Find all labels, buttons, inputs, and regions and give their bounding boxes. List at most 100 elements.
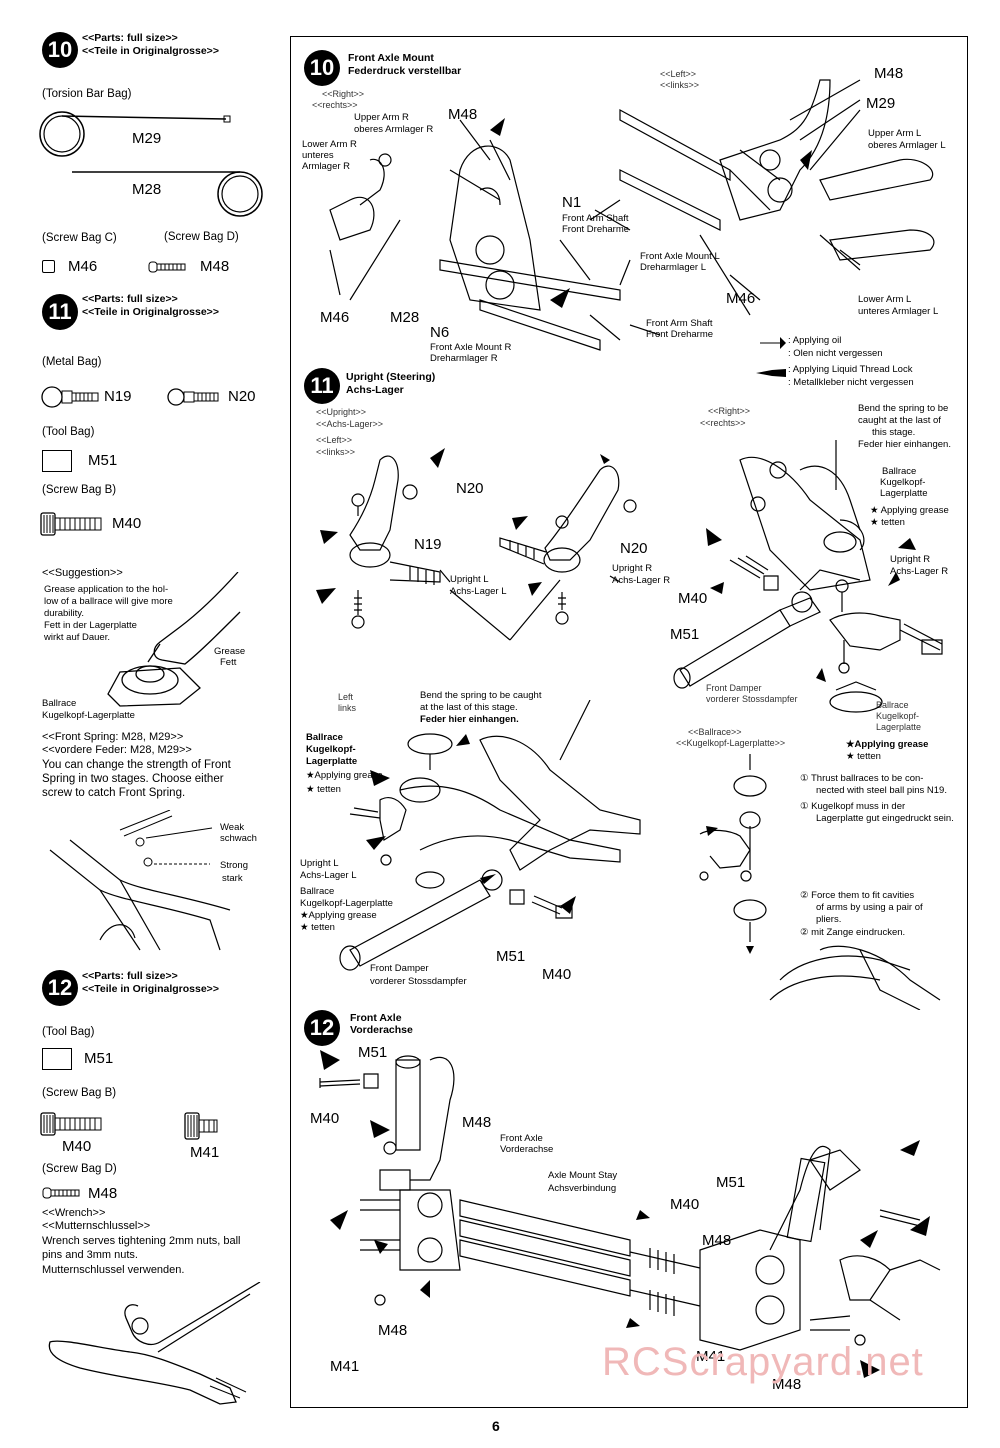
- lower-arm-r-label: Lower Arm R: [302, 139, 357, 150]
- oil-legend-icon: [758, 337, 786, 349]
- step11-right-label: <<Right>>: [708, 406, 751, 416]
- m28-code: M28: [132, 181, 162, 198]
- bend-spring-1: Bend the spring to be: [858, 403, 949, 414]
- m51-code: M51: [88, 452, 118, 469]
- page-number: 6: [492, 1418, 500, 1434]
- upright-l-label: Upright L: [450, 574, 489, 585]
- upright-r-4-label: Achs-Lager R: [890, 566, 949, 577]
- front-dreharme-2-label: Front Dreharme: [646, 329, 714, 340]
- step-10-title-badge: 10: [304, 50, 340, 86]
- ballrace-l-5: Kugelkopf-Lagerplatte: [300, 898, 393, 909]
- n19-code: N19: [104, 388, 132, 405]
- step10-m48-a: M48: [448, 106, 478, 123]
- grease-r-3-text: Applying grease: [854, 739, 929, 750]
- step-12-title-badge: 12: [304, 1010, 340, 1046]
- step11-m40: M40: [678, 590, 708, 607]
- step11-left-label: <<Left>>: [316, 435, 353, 445]
- upright-l-4-label: Achs-Lager L: [300, 870, 357, 881]
- thrust-1: ① Thrust ballraces to be con-: [800, 773, 924, 784]
- force-1-text: Force them to fit cavities: [811, 890, 915, 901]
- m48-screw-icon: [148, 260, 188, 274]
- screw-bag-b-label: (Screw Bag B): [42, 484, 117, 496]
- front-damper-l-1: Front Damper: [370, 963, 429, 974]
- m48-code: M48: [200, 258, 230, 275]
- spring-desc-3: screw to catch Front Spring.: [42, 787, 186, 799]
- step11-n20-a: N20: [456, 480, 484, 497]
- step-10-title-en: Front Axle Mount: [348, 52, 434, 64]
- metal-bag-label: (Metal Bag): [42, 356, 102, 368]
- upright-l-3-label: Upright L: [300, 858, 339, 869]
- torsion-bar-bag-label: (Torsion Bar Bag): [42, 88, 132, 100]
- m41-screw-icon: [184, 1112, 220, 1140]
- ballrace-l-3: Lagerplatte: [306, 756, 358, 767]
- kugelkopf-label: Kugelkopf-Lagerplatte: [42, 710, 135, 721]
- upper-arm-r-label: Upper Arm R: [354, 112, 409, 123]
- suggestion-line-2: low of a ballrace will give more: [44, 596, 173, 607]
- step-12-title-en: Front Axle: [350, 1012, 402, 1024]
- upright-label: <<Upright>>: [316, 407, 367, 417]
- front-arm-shaft-2-label: Front Arm Shaft: [646, 318, 713, 329]
- bend-spring-5: Bend the spring to be caught: [420, 690, 542, 701]
- spring-desc-1: You can change the strength of Front: [42, 759, 231, 771]
- strong-label: Strong: [220, 860, 248, 871]
- lower-links-label: links: [338, 703, 357, 713]
- front-spring-title-en: <<Front Spring: M28, M29>>: [42, 731, 184, 743]
- schwach-label: schwach: [220, 833, 257, 844]
- step11-m51: M51: [670, 626, 700, 643]
- front-axle-mount-r-label: Front Axle Mount R: [430, 342, 512, 353]
- step10-m28: M28: [390, 309, 420, 326]
- m40-code-2: M40: [62, 1138, 92, 1155]
- grease-r-3: ★Applying grease: [846, 739, 929, 750]
- grease-l-2-text: tetten: [317, 784, 341, 795]
- parts-original-12: <<Teile in Originalgrosse>>: [82, 983, 219, 995]
- force-1: ② Force them to fit cavities: [800, 890, 915, 901]
- spring-position-drawing: [40, 810, 280, 960]
- front-axle-drawing: [300, 1050, 960, 1378]
- grease-tube-drawing: [100, 572, 250, 712]
- grease-r-2: ★ tetten: [870, 517, 905, 528]
- step-10-badge: 10: [42, 32, 78, 68]
- step10-m48-b: M48: [874, 65, 904, 82]
- step12-m48-a: M48: [462, 1114, 492, 1131]
- upright-assembly-drawing: [316, 448, 680, 650]
- bend-spring-3: this stage.: [872, 427, 916, 438]
- parts-full-size-12: <<Parts: full size>>: [82, 970, 178, 982]
- step-12-title-de: Vorderachse: [350, 1024, 413, 1036]
- m51-spacer-icon: [42, 450, 72, 472]
- step10-m29: M29: [866, 95, 896, 112]
- wrench-desc-2: pins and 3mm nuts.: [42, 1249, 138, 1261]
- force-4: ② mit Zange eindrucken.: [800, 927, 906, 938]
- force-4-text: mit Zange eindrucken.: [811, 927, 906, 938]
- right-label: <<Right>>: [322, 89, 365, 99]
- main-frame: [290, 36, 968, 1408]
- ballrace-r-4: Ballrace: [876, 700, 909, 710]
- wrench-title-de: <<Mutternschlussel>>: [42, 1220, 151, 1232]
- step10-n6: N6: [430, 324, 450, 341]
- front-damper-r-2: vorderer Stossdampfer: [706, 694, 798, 704]
- suggestion-line-4: Fett in der Lagerplatte: [44, 620, 137, 631]
- grease-l-4: ★ tetten: [300, 922, 335, 933]
- step12-m40-a: M40: [310, 1110, 340, 1127]
- lower-arm-r-de-label: unteres: [302, 150, 334, 161]
- front-spring-title-de: <<vordere Feder: M28, M29>>: [42, 744, 192, 756]
- upper-arm-r-de-label: oberes Armlager R: [354, 124, 434, 135]
- step10-m46-b: M46: [726, 290, 756, 307]
- step-11-badge: 11: [42, 294, 78, 330]
- upright-r-de-label: Achs-Lager R: [612, 575, 671, 586]
- screw-bag-c-label: (Screw Bag C): [42, 232, 117, 244]
- ballrace-l-4: Ballrace: [300, 886, 335, 897]
- step11-m51-b: M51: [496, 948, 526, 965]
- parts-full-size-11: <<Parts: full size>>: [82, 293, 178, 305]
- spring-desc-2: Spring in two stages. Choose either: [42, 773, 224, 785]
- grease-l-3: ★Applying grease: [300, 910, 377, 921]
- front-axle-mount-r-de-label: Dreharmlager R: [430, 353, 498, 364]
- suggestion-line-3: durability.: [44, 608, 84, 619]
- upright-r-3-label: Upright R: [890, 554, 931, 565]
- left-upright-damper-drawing: [320, 700, 660, 990]
- m29-code: M29: [132, 130, 162, 147]
- bend-spring-6: at the last of this stage.: [420, 702, 518, 713]
- front-axle-mount-l-label: Front Axle Mount L: [640, 251, 720, 262]
- front-arm-shaft-label: Front Arm Shaft: [562, 213, 629, 224]
- m46-nut-icon: [42, 260, 55, 273]
- screw-bag-d-label: (Screw Bag D): [164, 231, 239, 243]
